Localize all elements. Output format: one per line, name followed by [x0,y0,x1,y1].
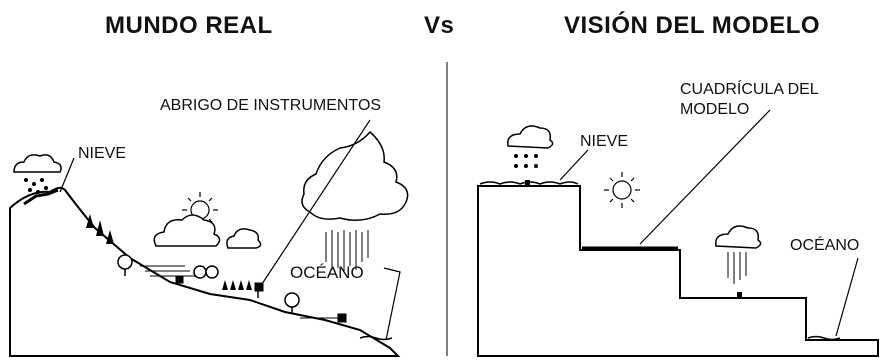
model-grid-label-line1: CUADRÍCULA DEL [680,81,819,98]
storm-cloud [301,130,409,221]
versus-title: Vs [424,12,455,39]
model-sun-icon [604,172,640,208]
cumulus-clouds [153,214,262,249]
field-hatching [140,265,340,319]
left-pointers [59,119,401,341]
right-pointers [559,109,859,337]
rain-streaks [325,230,369,272]
model-grid-label: CUADRÍCULA DEL MODELO [680,80,819,120]
snow-cloud-right [507,125,554,149]
model-shelter-1 [525,180,530,186]
ocean-label-right: OCÉANO [790,237,860,254]
snow-label-right: NIEVE [580,133,629,150]
model-view-title: VISIÓN DEL MODELO [564,12,821,39]
model-terrain [477,185,879,357]
real-world-title: MUNDO REAL [105,12,273,39]
snowflakes-right [514,154,538,168]
real-world-landscape [9,186,401,357]
model-grid-label-line2: MODELO [680,101,750,118]
model-ocean-surface [807,335,841,341]
instrument-shelters [175,275,347,323]
rain-streaks-right [727,252,747,284]
snow-label-left: NIEVE [78,145,127,162]
rain-cloud-right [715,225,762,249]
snow-cloud-left [13,154,62,173]
model-shelter-2 [737,292,742,298]
ocean-label-left: OCÉANO [290,263,364,282]
snowflakes-left [24,178,48,194]
forest-trees [86,214,300,314]
instrument-shelter-label: ABRIGO DE INSTRUMENTOS [160,97,382,114]
